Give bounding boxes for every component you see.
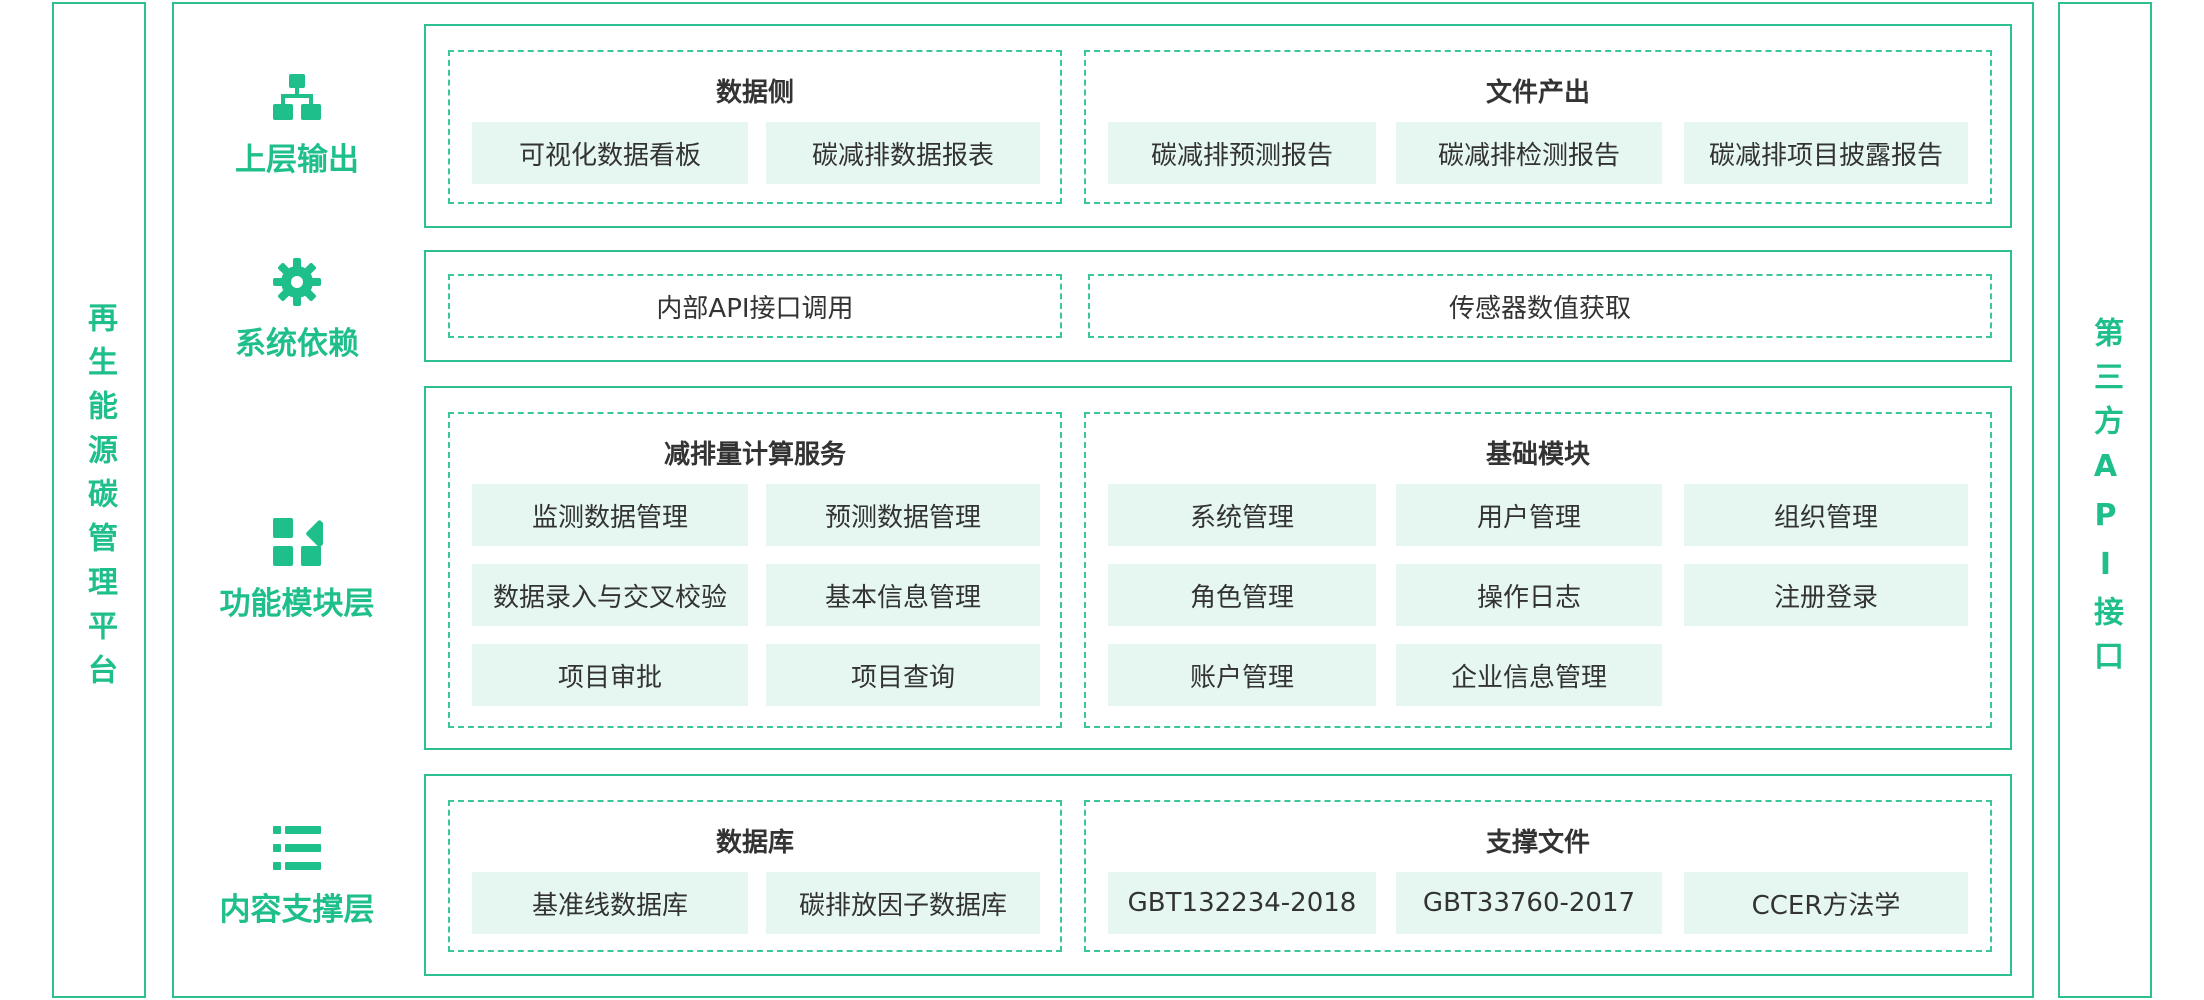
left-sidebar-label: 再生能源碳管理平台 bbox=[82, 302, 117, 698]
item-visual-dashboard: 可视化数据看板 bbox=[472, 122, 748, 184]
band-content: 数据库 基准线数据库 碳排放因子数据库 支撑文件 GBT132234-2018 … bbox=[424, 774, 2012, 976]
band-function: 减排量计算服务 监测数据管理 预测数据管理 数据录入与交叉校验 基本信息管理 项… bbox=[424, 386, 2012, 750]
item-gbt-33760: GBT33760-2017 bbox=[1396, 872, 1662, 934]
group-title: 数据侧 bbox=[715, 78, 794, 108]
group-support-files: 支撑文件 GBT132234-2018 GBT33760-2017 CCER方法… bbox=[1084, 800, 1992, 952]
list-icon bbox=[273, 826, 321, 870]
group-calc-service: 减排量计算服务 监测数据管理 预测数据管理 数据录入与交叉校验 基本信息管理 项… bbox=[448, 412, 1062, 728]
item-detection-report: 碳减排检测报告 bbox=[1396, 122, 1662, 184]
item-forecast-data: 预测数据管理 bbox=[766, 484, 1040, 546]
group-title: 支撑文件 bbox=[1485, 828, 1590, 858]
item-carbon-report-table: 碳减排数据报表 bbox=[766, 122, 1040, 184]
right-sidebar: 第三方API接口 bbox=[2058, 2, 2152, 998]
item-disclosure-report: 碳减排项目披露报告 bbox=[1684, 122, 1968, 184]
item-gbt-132234: GBT132234-2018 bbox=[1108, 872, 1376, 934]
item-baseline-db: 基准线数据库 bbox=[472, 872, 748, 934]
item-data-entry-check: 数据录入与交叉校验 bbox=[472, 564, 748, 626]
group-title: 基础模块 bbox=[1485, 440, 1590, 470]
item-role-mgmt: 角色管理 bbox=[1108, 564, 1376, 626]
layer-label-content: 内容支撑层 bbox=[200, 822, 394, 929]
item-org-mgmt: 组织管理 bbox=[1684, 484, 1968, 546]
band-dependency: 内部API接口调用 传感器数值获取 bbox=[424, 250, 2012, 362]
layer-label-function: 功能模块层 bbox=[200, 516, 394, 623]
modules-icon bbox=[273, 518, 323, 566]
item-sensor-values: 传感器数值获取 bbox=[1088, 274, 1992, 338]
item-register-login: 注册登录 bbox=[1684, 564, 1968, 626]
item-project-query: 项目查询 bbox=[766, 644, 1040, 706]
group-file-output: 文件产出 碳减排预测报告 碳减排检测报告 碳减排项目披露报告 bbox=[1084, 50, 1992, 204]
group-title: 减排量计算服务 bbox=[663, 440, 846, 470]
item-basic-info: 基本信息管理 bbox=[766, 564, 1040, 626]
layer-label-dependency: 系统依赖 bbox=[200, 256, 394, 363]
layer-label-text: 内容支撑层 bbox=[219, 892, 375, 928]
item-monitor-data: 监测数据管理 bbox=[472, 484, 748, 546]
group-database: 数据库 基准线数据库 碳排放因子数据库 bbox=[448, 800, 1062, 952]
left-sidebar: 再生能源碳管理平台 bbox=[52, 2, 146, 998]
item-enterprise-info: 企业信息管理 bbox=[1396, 644, 1662, 706]
group-base-module: 基础模块 系统管理 用户管理 组织管理 角色管理 操作日志 注册登录 账户管理 … bbox=[1084, 412, 1992, 728]
item-system-mgmt: 系统管理 bbox=[1108, 484, 1376, 546]
band-output: 数据侧 可视化数据看板 碳减排数据报表 文件产出 碳减排预测报告 碳减排检测报告… bbox=[424, 24, 2012, 228]
item-operation-log: 操作日志 bbox=[1396, 564, 1662, 626]
layer-label-text: 上层输出 bbox=[235, 142, 359, 178]
item-internal-api: 内部API接口调用 bbox=[448, 274, 1062, 338]
main-container bbox=[172, 2, 2034, 998]
item-project-approval: 项目审批 bbox=[472, 644, 748, 706]
item-account-mgmt: 账户管理 bbox=[1108, 644, 1376, 706]
layer-label-text: 功能模块层 bbox=[219, 586, 375, 622]
layer-label-text: 系统依赖 bbox=[235, 326, 359, 362]
item-emission-factor-db: 碳排放因子数据库 bbox=[766, 872, 1040, 934]
layer-label-output: 上层输出 bbox=[200, 72, 394, 179]
right-sidebar-label: 第三方API接口 bbox=[2088, 316, 2123, 684]
group-title: 文件产出 bbox=[1485, 78, 1590, 108]
item-forecast-report: 碳减排预测报告 bbox=[1108, 122, 1376, 184]
hierarchy-icon bbox=[273, 74, 321, 120]
item-user-mgmt: 用户管理 bbox=[1396, 484, 1662, 546]
group-data-side: 数据侧 可视化数据看板 碳减排数据报表 bbox=[448, 50, 1062, 204]
item-ccer-method: CCER方法学 bbox=[1684, 872, 1968, 934]
gear-icon bbox=[273, 258, 321, 306]
group-title: 数据库 bbox=[715, 828, 794, 858]
